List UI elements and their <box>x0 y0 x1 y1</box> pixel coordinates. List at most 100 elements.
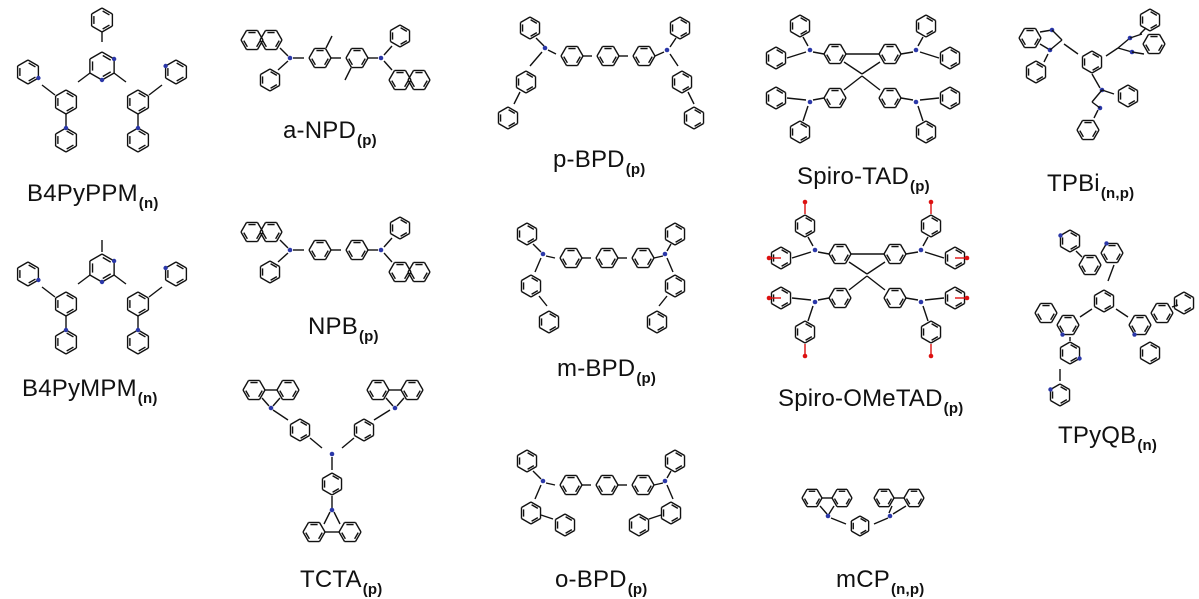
bond-line <box>331 488 342 496</box>
compound-name: TPyQB <box>1058 422 1137 449</box>
bond-line <box>675 238 683 243</box>
bond-line <box>354 418 365 426</box>
structure-anpd <box>230 18 450 103</box>
bond-line <box>101 274 115 283</box>
bond-line <box>658 295 668 307</box>
bond-line <box>596 55 604 66</box>
bond-line <box>77 274 91 285</box>
bond-line <box>275 40 280 48</box>
bond-line <box>612 46 620 57</box>
bond-line <box>300 421 308 426</box>
bond-line <box>804 320 815 328</box>
bond-line <box>361 240 369 251</box>
bond-line <box>799 14 810 22</box>
bond-line <box>803 498 809 505</box>
bond-line <box>383 45 393 56</box>
bond-line <box>1092 120 1100 131</box>
compound-type: (n,p) <box>890 581 925 598</box>
bond-line <box>900 51 914 55</box>
bond-line <box>1092 66 1100 71</box>
bond-line <box>388 271 396 282</box>
bond-line <box>828 297 836 308</box>
label-obpd: o-BPD(p) <box>555 566 647 598</box>
bond-line <box>687 91 695 105</box>
pbpd-drawing <box>497 16 705 130</box>
bond-line <box>648 56 653 64</box>
bond-line <box>1128 100 1136 105</box>
bond-line <box>905 297 919 301</box>
bond-line <box>846 488 853 499</box>
bond-line <box>883 288 891 299</box>
bond-line <box>555 529 566 537</box>
bond-line <box>694 109 702 114</box>
label-spiroometad: Spiro-OMeTAD(p) <box>778 385 963 417</box>
bond-line <box>559 248 567 259</box>
bond-line <box>279 239 289 249</box>
bond-line <box>648 514 662 520</box>
heteroatom <box>540 251 546 257</box>
bond-line <box>599 56 604 64</box>
compound-type: (p) <box>362 581 383 598</box>
bond-line <box>805 336 813 341</box>
compound-name: p-BPD <box>553 146 625 173</box>
bond-line <box>1078 255 1086 266</box>
bond-line <box>66 346 74 352</box>
bond-line <box>89 274 103 283</box>
bond-line <box>1035 60 1046 68</box>
bond-line <box>674 274 685 282</box>
bond-line <box>1142 34 1150 45</box>
bond-line <box>693 122 704 130</box>
bond-line <box>674 222 685 230</box>
bond-line <box>790 136 801 144</box>
bond-line <box>675 277 683 282</box>
tpbi-drawing <box>1018 8 1166 141</box>
bond-line <box>513 91 521 105</box>
bond-line <box>844 298 849 306</box>
bond-line <box>919 97 940 101</box>
bond-line <box>1150 24 1158 29</box>
bond-line <box>55 291 67 299</box>
bond-line <box>631 257 639 268</box>
nitrogen-atom <box>111 258 117 264</box>
bond-line <box>527 452 535 457</box>
bond-line <box>815 498 821 505</box>
compound-name: TCTA <box>300 566 362 593</box>
bond-line <box>807 236 814 247</box>
bond-line <box>404 79 412 90</box>
bond-line <box>918 488 925 499</box>
bond-line <box>527 465 535 470</box>
bond-line <box>539 310 550 318</box>
bond-line <box>531 277 539 282</box>
bond-line <box>665 290 676 298</box>
bond-line <box>612 56 617 64</box>
bond-line <box>1107 264 1115 282</box>
bond-line <box>945 286 956 294</box>
bond-line <box>674 449 685 457</box>
bond-line <box>562 485 567 493</box>
bond-line <box>366 389 374 400</box>
compound-name: NPB <box>308 313 358 340</box>
label-b4pympm: B4PyMPM(n) <box>22 375 158 407</box>
bond-line <box>27 59 39 67</box>
bond-line <box>839 88 847 99</box>
bond-line <box>1049 39 1063 51</box>
bond-line <box>354 434 365 442</box>
bond-line <box>635 56 640 64</box>
bond-line <box>66 144 74 150</box>
bond-line <box>404 271 412 282</box>
bond-line <box>828 253 836 264</box>
bond-line <box>954 246 965 254</box>
bond-line <box>916 136 927 144</box>
bond-line <box>931 230 939 235</box>
bond-line <box>670 32 681 40</box>
bond-line <box>949 102 960 110</box>
bond-line <box>148 286 163 298</box>
bond-line <box>878 44 886 55</box>
bond-line <box>416 389 424 400</box>
bond-line <box>275 30 283 41</box>
bond-line <box>259 30 267 41</box>
bond-line <box>675 225 683 230</box>
bond-line <box>955 249 963 254</box>
bond-line <box>1128 315 1136 326</box>
bond-line <box>632 46 640 57</box>
